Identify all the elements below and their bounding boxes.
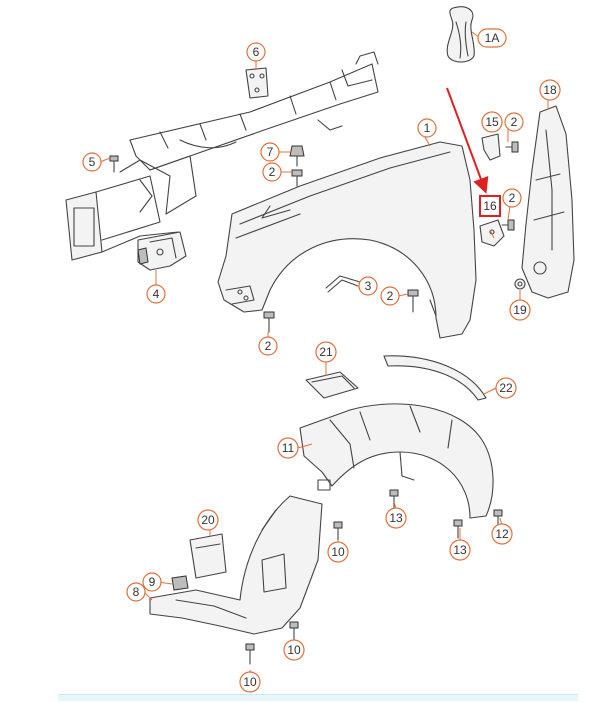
- part-2-bolts: [263, 141, 519, 333]
- svg-text:18: 18: [543, 83, 557, 97]
- svg-text:21: 21: [319, 345, 333, 359]
- svg-text:2: 2: [509, 191, 516, 205]
- svg-text:6: 6: [253, 45, 260, 59]
- callout-7: 7: [260, 142, 280, 162]
- highlight-arrow: [446, 87, 489, 194]
- callout-6: 6: [246, 42, 266, 62]
- part-20-pad: [189, 533, 227, 579]
- callout-22: 22: [495, 377, 517, 399]
- callout-10: 10: [239, 671, 261, 693]
- part-1-fender: [217, 141, 477, 339]
- svg-text:2: 2: [269, 165, 276, 179]
- part-8-front-liner: [149, 495, 323, 635]
- svg-text:1: 1: [424, 121, 431, 135]
- svg-text:9: 9: [149, 575, 156, 589]
- part-9-clip: [171, 575, 189, 591]
- svg-text:8: 8: [133, 585, 140, 599]
- svg-text:13: 13: [389, 511, 403, 525]
- part-19-nut: [514, 278, 526, 290]
- callout-19: 19: [509, 299, 531, 321]
- frame-rail: [129, 51, 379, 171]
- svg-text:10: 10: [331, 545, 345, 559]
- part-18-liner: [521, 105, 575, 299]
- svg-text:2: 2: [387, 289, 394, 303]
- callout-13: 13: [449, 539, 471, 561]
- callout-2: 2: [262, 162, 282, 182]
- callout-2: 2: [502, 188, 522, 208]
- svg-text:10: 10: [287, 643, 301, 657]
- highlight-box: [479, 195, 501, 217]
- svg-text:2: 2: [265, 339, 272, 353]
- part-1a-pouch: [446, 6, 475, 63]
- svg-text:20: 20: [201, 513, 215, 527]
- callout-10: 10: [327, 541, 349, 563]
- svg-text:16: 16: [483, 199, 497, 213]
- callout-2: 2: [504, 112, 524, 132]
- part-7-clip: [289, 145, 305, 167]
- callout-1: 1: [417, 118, 437, 138]
- part-4-hinge: [137, 231, 187, 271]
- svg-text:22: 22: [499, 381, 513, 395]
- svg-text:3: 3: [365, 279, 372, 293]
- svg-text:4: 4: [153, 287, 160, 301]
- callout-13: 13: [385, 507, 407, 529]
- part-11-wheelhouse-liner: [299, 403, 494, 519]
- callout-9: 9: [142, 572, 162, 592]
- callout-10: 10: [283, 639, 305, 661]
- svg-text:15: 15: [485, 115, 499, 129]
- callout-18: 18: [539, 79, 561, 101]
- callout-2: 2: [380, 286, 400, 306]
- svg-text:2: 2: [511, 115, 518, 129]
- svg-text:12: 12: [495, 527, 509, 541]
- callout-21: 21: [315, 341, 337, 363]
- svg-text:5: 5: [89, 155, 96, 169]
- callout-1a: 1A: [477, 28, 507, 48]
- callout-15: 15: [481, 111, 503, 133]
- part-5-bolt: [109, 155, 119, 173]
- part-21-pad: [305, 371, 359, 399]
- callout-11: 11: [277, 437, 299, 459]
- bottom-bar: [58, 694, 578, 701]
- svg-text:13: 13: [453, 543, 467, 557]
- callout-20: 20: [197, 509, 219, 531]
- svg-text:10: 10: [243, 675, 257, 689]
- part-22-arch-trim: [383, 355, 487, 401]
- callout-12: 12: [491, 523, 513, 545]
- part-3-trim: [325, 275, 361, 293]
- callout-2: 2: [258, 336, 278, 356]
- svg-text:1A: 1A: [485, 31, 500, 45]
- part-15-bracket: [481, 133, 501, 161]
- callout-5: 5: [82, 152, 102, 172]
- part-10-12-13-bolts: [245, 489, 503, 665]
- callout-8: 8: [126, 582, 146, 602]
- callout-4: 4: [146, 284, 166, 304]
- front-apron-structure: [65, 155, 197, 261]
- svg-text:11: 11: [282, 441, 295, 455]
- callout-3: 3: [358, 276, 378, 296]
- part-6-bracket: [245, 67, 269, 99]
- svg-text:19: 19: [513, 303, 527, 317]
- svg-text:7: 7: [267, 145, 274, 159]
- callout-16: 16: [483, 199, 497, 213]
